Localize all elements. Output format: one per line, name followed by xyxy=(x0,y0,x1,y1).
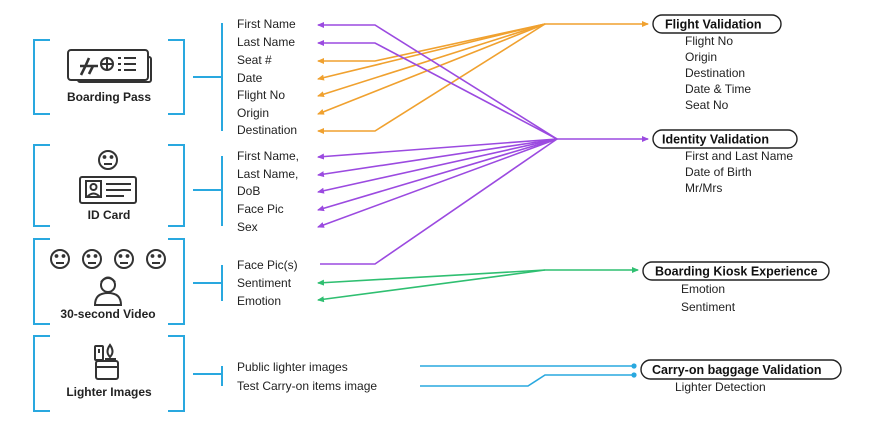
id-card-icon xyxy=(79,150,137,204)
target-flight-validation: Flight Validation Flight No Origin Desti… xyxy=(652,14,782,112)
source-video: 30-second Video xyxy=(33,238,185,325)
field-label: First Name xyxy=(237,17,296,31)
field-label: Origin xyxy=(237,106,269,120)
field-label: Face Pic xyxy=(237,202,284,216)
source-label: Boarding Pass xyxy=(67,90,151,104)
face-icon xyxy=(50,249,70,269)
target-item: Date & Time xyxy=(685,82,751,96)
target-title: Boarding Kiosk Experience xyxy=(655,265,818,279)
flight-validation-connectors xyxy=(317,21,649,134)
target-item: Mr/Mrs xyxy=(685,181,722,195)
identity-validation-connectors xyxy=(317,22,649,265)
target-item: Sentiment xyxy=(681,300,736,314)
field-label: Destination xyxy=(237,123,297,137)
field-label: First Name, xyxy=(237,149,299,163)
target-item: Lighter Detection xyxy=(675,380,766,394)
target-pill xyxy=(642,261,830,281)
target-title: Identity Validation xyxy=(662,133,769,147)
face-icon xyxy=(82,249,102,269)
field-label: Seat # xyxy=(237,53,272,67)
field-list-lighter: Public lighter images Test Carry-on item… xyxy=(237,360,377,393)
field-list-id-card: First Name, Last Name, DoB Face Pic Sex xyxy=(237,149,299,234)
field-label: Date xyxy=(237,71,263,85)
field-label: Public lighter images xyxy=(237,360,348,374)
source-id-card: ID Card xyxy=(33,144,185,227)
target-pill xyxy=(652,129,798,149)
target-title: Carry-on baggage Validation xyxy=(652,363,821,377)
target-item: Emotion xyxy=(681,282,725,296)
person-icon xyxy=(93,276,123,306)
kiosk-experience-connectors xyxy=(317,267,639,303)
source-label: Lighter Images xyxy=(66,385,152,399)
video-faces-icon xyxy=(50,249,166,306)
source-frame xyxy=(33,39,185,115)
target-item: Date of Birth xyxy=(685,165,752,179)
baggage-validation-connectors xyxy=(420,363,637,387)
target-carry-on-baggage-validation: Carry-on baggage Validation Lighter Dete… xyxy=(640,359,842,394)
field-label: Test Carry-on items image xyxy=(237,379,377,393)
field-brackets xyxy=(193,23,223,386)
target-item: Origin xyxy=(685,50,717,64)
target-item: First and Last Name xyxy=(685,149,793,163)
field-list-video: Face Pic(s) Sentiment Emotion xyxy=(237,258,298,308)
face-icon xyxy=(114,249,134,269)
target-item: Destination xyxy=(685,66,745,80)
target-item: Flight No xyxy=(685,34,733,48)
field-label: Flight No xyxy=(237,88,285,102)
face-icon xyxy=(146,249,166,269)
boarding-pass-icon xyxy=(67,49,152,83)
field-list-boarding-pass: First Name Last Name Seat # Date Flight … xyxy=(237,17,297,137)
target-boarding-kiosk-experience: Boarding Kiosk Experience Emotion Sentim… xyxy=(642,261,830,314)
source-boarding-pass: Boarding Pass xyxy=(33,39,185,115)
source-frame xyxy=(33,335,185,412)
source-lighter-images: Lighter Images xyxy=(33,335,185,412)
target-pill xyxy=(640,359,842,380)
field-label: DoB xyxy=(237,184,260,198)
lighter-icon xyxy=(94,343,119,380)
source-label: ID Card xyxy=(88,208,131,222)
field-label: Face Pic(s) xyxy=(237,258,298,272)
field-label: Sex xyxy=(237,220,258,234)
source-frame xyxy=(33,238,185,325)
field-label: Emotion xyxy=(237,294,281,308)
source-label: 30-second Video xyxy=(60,307,155,321)
field-label: Last Name xyxy=(237,35,295,49)
field-label: Sentiment xyxy=(237,276,292,290)
target-item: Seat No xyxy=(685,98,729,112)
target-identity-validation: Identity Validation First and Last Name … xyxy=(652,129,798,195)
target-pill xyxy=(652,14,782,34)
field-label: Last Name, xyxy=(237,167,298,181)
source-frame xyxy=(33,144,185,227)
target-title: Flight Validation xyxy=(665,18,762,32)
